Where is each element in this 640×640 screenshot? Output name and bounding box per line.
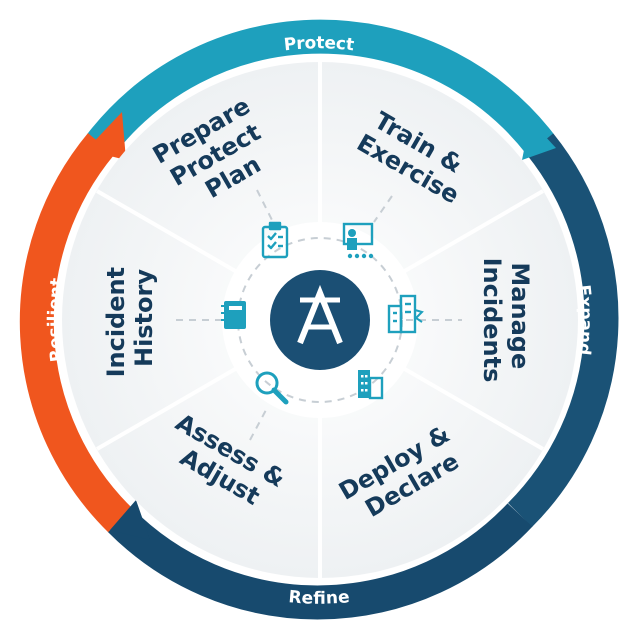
ring-label-resilient: Resilient xyxy=(45,277,68,363)
segment-label-history: Incident History xyxy=(102,259,158,378)
ring-label-protect: Protect xyxy=(283,33,355,55)
brand-logo-icon xyxy=(270,270,370,370)
protect-arc xyxy=(87,19,554,155)
protect-arrow xyxy=(522,120,556,160)
magnifier-icon xyxy=(255,371,289,405)
ring-label-expand: Expand xyxy=(573,284,595,356)
notebook-icon xyxy=(221,301,246,329)
segment-label-manage: Manage Incidents xyxy=(478,258,534,383)
office-building-icon xyxy=(358,370,384,400)
expand-arc xyxy=(507,133,619,528)
refine-arc xyxy=(107,503,533,620)
checklist-icon xyxy=(261,221,289,259)
resilient-arrow xyxy=(86,112,126,160)
training-board-icon xyxy=(342,222,374,259)
resilient-arc xyxy=(19,133,132,533)
dashed-spokes xyxy=(176,189,462,441)
refine-arrow xyxy=(110,500,150,540)
buildings-alert-icon xyxy=(387,294,424,334)
ring-label-refine: Refine xyxy=(288,587,351,609)
